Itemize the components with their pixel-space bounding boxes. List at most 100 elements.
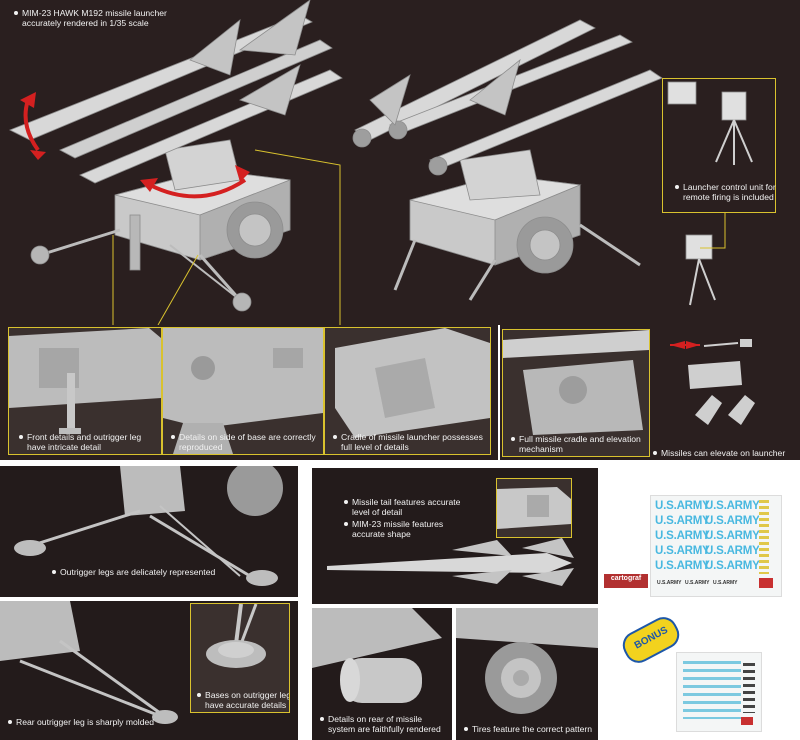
bullet-icon [344, 522, 348, 526]
missile-tail-line1: Missile tail features accurate [352, 497, 461, 507]
decal-us-army-2a: U.S.ARMY [655, 515, 710, 527]
rotation-arrow [149, 178, 247, 199]
bases-line2: have accurate details [205, 700, 287, 710]
rotation-arrow-head [140, 178, 158, 192]
rear-missile-line1: Details on rear of missile [328, 714, 423, 724]
missile-shape-line2: accurate shape [352, 529, 411, 539]
tires-panel: Tires feature the correct pattern [456, 608, 598, 740]
control-unit-model [667, 81, 753, 306]
elevation-arrow-head-bottom [30, 150, 46, 160]
decal-us-army-small-1: U.S.ARMY [657, 580, 682, 586]
inset-front-details: Front details and outrigger leg have int… [8, 327, 162, 455]
detail-strip-right: Full missile cradle and elevation mechan… [500, 325, 800, 460]
tires-illustration [456, 608, 598, 714]
bullet-icon [52, 570, 56, 574]
decal-us-army-3b: U.S.ARMY [705, 530, 760, 542]
side-base-caption: Details on side of base are correctly re… [171, 432, 316, 452]
decal-us-army-3a: U.S.ARMY [655, 530, 710, 542]
right-launcher-model [352, 19, 663, 301]
full-cradle-line1: Full missile cradle and elevation [519, 434, 641, 444]
rear-leg-illustration [0, 601, 178, 724]
missile-panel: Missile tail features accurate level of … [312, 468, 598, 604]
headline-line1: MIM-23 HAWK M192 missile launcher [22, 8, 167, 18]
cartograf-text: cartograf [610, 575, 642, 582]
decal-us-army-1b: U.S.ARMY [705, 500, 760, 512]
elevate-caption: Missiles can elevate on launcher [653, 448, 785, 458]
bullet-icon [320, 717, 324, 721]
front-details-line1: Front details and outrigger leg [27, 432, 142, 442]
cradle-line2: full level of details [341, 442, 409, 452]
missile-tail-illustration [497, 479, 571, 537]
decal-column-marks [759, 500, 769, 574]
control-unit-line1: Launcher control unit for [683, 182, 776, 192]
full-cradle-line2: mechanism [519, 444, 563, 454]
bullet-icon [333, 435, 337, 439]
elevate-illustration [670, 339, 755, 425]
control-unit-line2: remote firing is included [683, 192, 774, 202]
inset-bases: Bases on outrigger legs have accurate de… [190, 603, 290, 713]
decal-us-army-4b: U.S.ARMY [705, 545, 760, 557]
rear-leg-text: Rear outrigger leg is sharply molded [16, 717, 155, 727]
decal-sheet-main: U.S.ARMY U.S.ARMY U.S.ARMY U.S.ARMY U.S.… [650, 495, 782, 597]
bullet-icon [14, 11, 18, 15]
decal-red-mark [759, 578, 773, 588]
left-launcher-model [9, 0, 343, 312]
full-cradle-illustration [503, 330, 649, 456]
front-details-illustration [9, 328, 161, 454]
missile-shape-line1: MIM-23 missile features [352, 519, 444, 529]
missile-tail-line2: level of detail [352, 507, 403, 517]
tires-text: Tires feature the correct pattern [472, 724, 593, 734]
decal-us-army-1a: U.S.ARMY [655, 500, 710, 512]
decal-sheet-bonus [676, 652, 762, 732]
cradle-caption: Cradle of missile launcher possesses ful… [333, 432, 483, 452]
rear-missile-panel: Details on rear of missile system are fa… [312, 608, 452, 740]
rear-leg-panel: Bases on outrigger legs have accurate de… [0, 601, 298, 740]
cradle-illustration [325, 328, 490, 454]
cartograf-logo: cartograf [604, 574, 648, 588]
elevation-arrow [23, 99, 40, 152]
inset-cradle: Cradle of missile launcher possesses ful… [324, 327, 491, 455]
outrigger-illustration [14, 466, 283, 586]
inset-full-cradle: Full missile cradle and elevation mechan… [502, 329, 650, 457]
front-details-line2: have intricate detail [27, 442, 102, 452]
decal-us-army-small-2: U.S.ARMY [685, 580, 710, 586]
side-base-line1: Details on side of base are correctly [179, 432, 316, 442]
decal-us-army-5a: U.S.ARMY [655, 560, 710, 572]
bullet-icon [464, 727, 468, 731]
bonus-text: BONUS [632, 624, 670, 652]
bases-line1: Bases on outrigger legs [205, 690, 290, 700]
elevation-arrow-head-top [20, 92, 36, 108]
bullet-icon [344, 500, 348, 504]
bonus-badge: BONUS [617, 612, 685, 668]
elevate-text: Missiles can elevate on launcher [661, 448, 786, 458]
full-cradle-caption: Full missile cradle and elevation mechan… [511, 434, 641, 454]
rear-missile-illustration [312, 608, 442, 703]
bullet-icon [675, 185, 679, 189]
outrigger-caption: Outrigger legs are delicately represente… [52, 567, 215, 577]
bullet-icon [653, 451, 657, 455]
cradle-line1: Cradle of missile launcher possesses [341, 432, 483, 442]
detail-strip-left: Front details and outrigger leg have int… [0, 325, 498, 460]
inset-missile-tail [496, 478, 572, 538]
rear-leg-caption: Rear outrigger leg is sharply molded [8, 717, 154, 727]
rotation-arrow-head-2 [235, 165, 250, 182]
bullet-icon [19, 435, 23, 439]
side-base-illustration [163, 328, 323, 454]
decal-us-army-4a: U.S.ARMY [655, 545, 710, 557]
headline-caption: MIM-23 HAWK M192 missile launcher accura… [14, 8, 167, 28]
bullet-icon [197, 693, 201, 697]
tires-caption: Tires feature the correct pattern [464, 724, 592, 734]
bullet-icon [511, 437, 515, 441]
decal-us-army-small-3: U.S.ARMY [713, 580, 738, 586]
hero-illustration [9, 0, 753, 325]
bases-illustration [191, 604, 289, 712]
rear-missile-caption: Details on rear of missile system are fa… [320, 714, 441, 734]
outrigger-panel: Outrigger legs are delicately represente… [0, 466, 298, 597]
bonus-decal-rows [683, 661, 741, 719]
bonus-decal-marks [743, 663, 755, 713]
front-details-caption: Front details and outrigger leg have int… [19, 432, 141, 452]
decal-us-army-5b: U.S.ARMY [705, 560, 760, 572]
missile-tail-caption: Missile tail features accurate level of … [344, 497, 460, 517]
headline-line2: accurately rendered in 1/35 scale [22, 18, 149, 28]
missile-illustration [327, 538, 574, 586]
